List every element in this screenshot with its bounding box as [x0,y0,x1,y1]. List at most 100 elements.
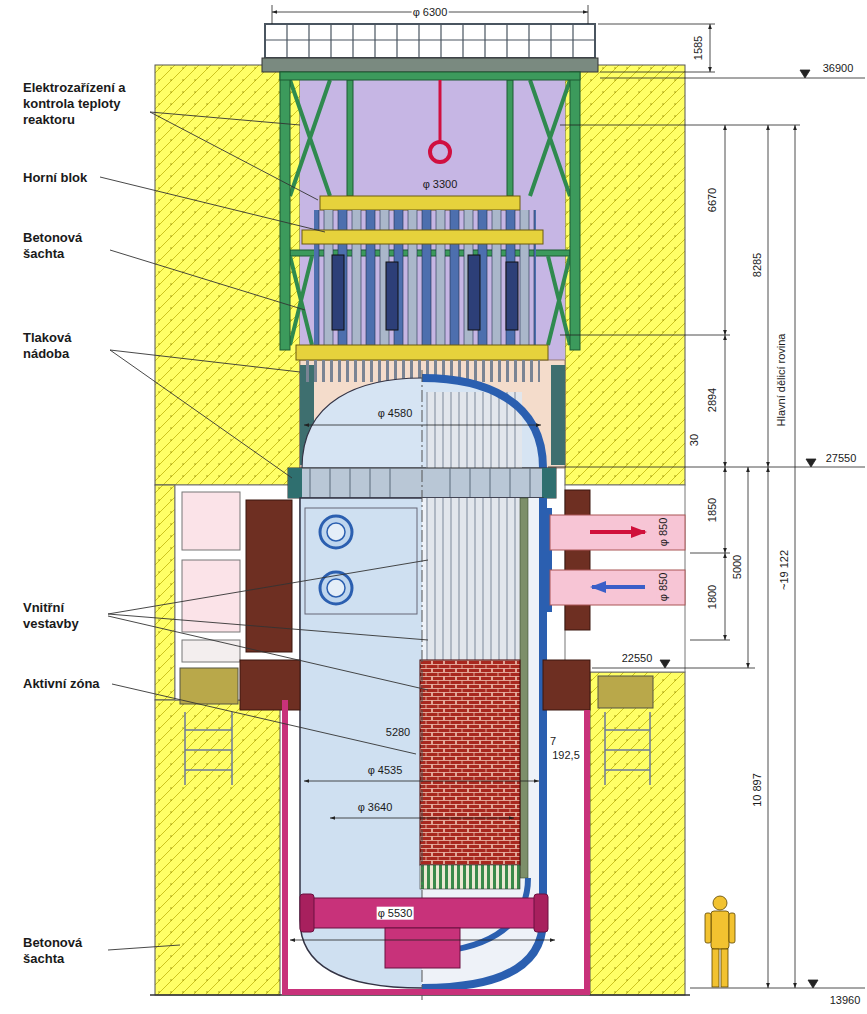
dimension-anchor: φ 3300 [422,178,459,191]
dimension-value: 10 897 [751,772,764,808]
support-structure [584,710,590,995]
dimension-value: φ 3640 [357,801,394,814]
dimension-value: Hlavní dělicí rovina [775,333,788,428]
dimension-anchor: 1585 [692,35,705,61]
dimension-lines [725,335,726,467]
dimension-anchor: φ 850 [657,517,670,548]
dimension-anchor: φ 6300 [412,6,449,19]
dimension-value: φ 3300 [422,178,459,191]
callout-anchor: Aktivní zóna [22,676,142,692]
dimension-value: 1585 [692,35,705,61]
concrete-shaft [155,65,300,485]
shaft-interior [246,500,292,652]
dimension-lines [600,78,865,79]
human-figure [711,911,729,949]
leader-lines [100,112,428,950]
support-truss [570,72,580,350]
dimension-lines [560,125,865,988]
concrete-shaft [565,65,685,485]
shaft-interior [182,640,240,662]
leader-lines [110,250,305,310]
dimension-anchor: 1850 [706,497,719,523]
callout-label: Betonová šachta [22,230,102,262]
callout-anchor: Tlaková nádoba [22,330,102,362]
dimension-value: 192,5 [551,749,581,762]
dimension-anchor: 22550 [621,652,654,665]
upper-block [296,80,548,382]
human-figure [712,949,719,987]
dimension-anchor: 5280 [385,726,411,739]
dimension-value: 5000 [731,554,744,580]
dimension-value: 1800 [706,584,719,610]
support-truss [280,72,290,350]
service-platform [287,24,573,58]
shaft-interior [175,65,685,700]
pressure-vessel [288,468,302,498]
dimension-value: φ 6300 [412,6,449,19]
service-platform [265,39,595,40]
dimension-lines [768,125,769,467]
dimension-value: φ 850 [657,572,670,603]
support-truss [280,72,580,80]
leader-lines [110,350,300,478]
pressure-vessel [542,468,556,498]
support-truss [290,80,570,345]
support-structure [385,928,460,968]
dimension-lines [304,781,539,782]
coolant-pipe [550,515,685,605]
callout-anchor: Betonová šachta [22,230,102,262]
callout-anchor: Betonová šachta [22,935,102,967]
dimension-lines [548,467,865,468]
human-figure [705,896,735,987]
shaft-interior [182,560,240,632]
dimension-lines [725,125,726,335]
dimension-value: 27550 [825,452,858,465]
support-structure [543,660,590,710]
support-structure [282,700,288,995]
dimension-anchor: 192,5 [551,749,581,762]
dimension-lines [660,660,670,668]
callout-anchor: Vnitřní vestavby [22,600,102,632]
support-structure [282,989,590,995]
support-structure [598,676,653,708]
pressure-vessel [310,468,530,498]
dimension-anchor: φ 850 [657,572,670,603]
shaft-interior [300,65,565,360]
support-structure [534,894,548,932]
upper-block [468,255,480,330]
dimension-value: φ 4535 [367,764,404,777]
dimension-lines [304,425,541,426]
dimension-anchor: φ 5530 [377,907,414,920]
human-figure [713,896,727,910]
dimension-lines [768,467,769,988]
dimension-anchor: φ 4580 [377,407,414,420]
human-figure [721,949,728,987]
dimension-lines [710,24,711,72]
support-truss [280,72,580,350]
dimension-lines [725,553,726,640]
dimension-anchor: φ 4535 [367,764,404,777]
callout-label: Betonová šachta [22,935,102,967]
callout-label: Tlaková nádoba [22,330,102,362]
dimension-value: 30 [688,433,701,447]
reactor-internals [520,498,528,878]
dimension-lines [330,818,514,819]
dimension-anchor: ~19 122 [778,549,791,591]
dimension-value: 36900 [822,62,855,75]
shaft-interior [300,360,565,468]
upper-block [296,345,548,360]
concrete-shaft [155,700,280,995]
leader-lines [108,560,428,690]
leader-lines [112,684,416,754]
dimension-value: ~19 122 [778,549,791,591]
coolant-pipe [550,570,685,605]
support-structure [605,712,650,785]
dimension-anchor: 36900 [822,62,855,75]
callout-label: Vnitřní vestavby [22,600,102,632]
pressure-vessel [320,516,352,548]
dimension-anchor: 10 897 [751,772,764,808]
callout-label: Horní blok [22,170,142,186]
pressure-vessel [320,572,352,604]
dimension-lines [748,467,749,668]
